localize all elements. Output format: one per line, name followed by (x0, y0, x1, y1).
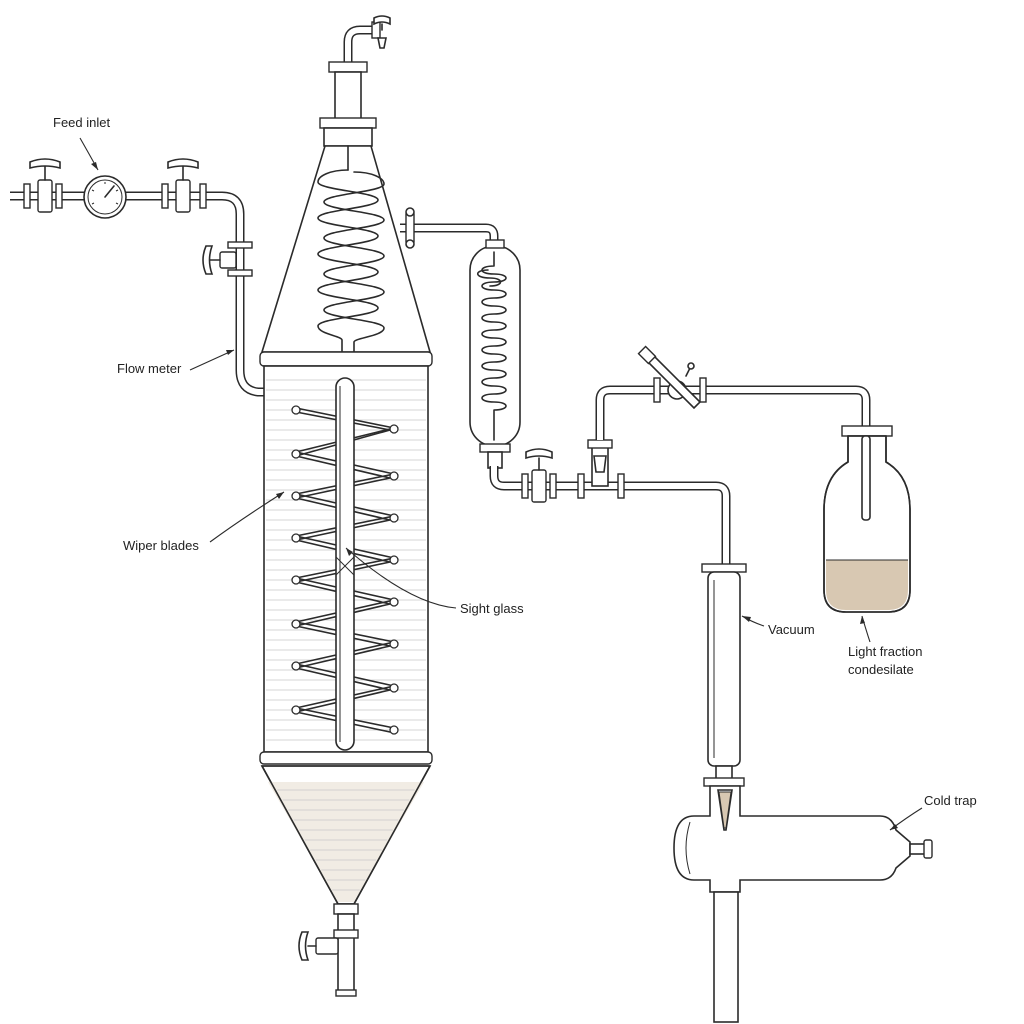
label-feed-inlet: Feed inlet (53, 115, 111, 130)
feed-valve-right (167, 158, 199, 213)
blade-tip (389, 513, 399, 523)
blade-tip (291, 619, 301, 629)
blade-tip (291, 405, 301, 415)
label-flow-meter: Flow meter (117, 361, 182, 376)
blade-tip (291, 661, 301, 671)
blade-tip (291, 575, 301, 585)
label-light-fraction-line1: Light fraction (848, 644, 923, 659)
feed-side-valve (202, 245, 237, 275)
vacuum-manifold (595, 345, 871, 440)
feed-valve-left (29, 158, 61, 213)
pressure-gauge (83, 175, 127, 219)
top-inlet (319, 15, 391, 147)
blade-tip (291, 705, 301, 715)
blade-tip (291, 449, 301, 459)
label-vacuum: Vacuum (768, 622, 815, 637)
label-cold-trap: Cold trap (924, 793, 977, 808)
cold-trap (673, 785, 933, 1023)
label-light-fraction: Light fraction condesilate (848, 643, 922, 678)
blade-tip (291, 533, 301, 543)
label-light-fraction-line2: condesilate (848, 661, 914, 677)
distillate-line (489, 439, 731, 566)
light-fraction-flask (823, 425, 911, 613)
blade-tip (291, 491, 301, 501)
vapor-line (400, 207, 499, 249)
feed-inlet-pipe (10, 183, 270, 397)
annotation-arrows (79, 137, 923, 831)
vacuum-column (701, 563, 747, 787)
upper-cone-condenser (260, 145, 432, 353)
side-condenser (469, 239, 521, 469)
label-wiper-blades: Wiper blades (123, 538, 199, 553)
blade-tip (389, 424, 399, 434)
central-shaft (335, 377, 355, 751)
blade-tip (389, 471, 399, 481)
blade-tip (389, 555, 399, 565)
bottom-cone (260, 765, 432, 997)
blade-tip (389, 639, 399, 649)
blade-tip (389, 725, 399, 735)
blade-tip (389, 683, 399, 693)
label-sight-glass: Sight glass (460, 601, 524, 616)
blade-tip (389, 597, 399, 607)
